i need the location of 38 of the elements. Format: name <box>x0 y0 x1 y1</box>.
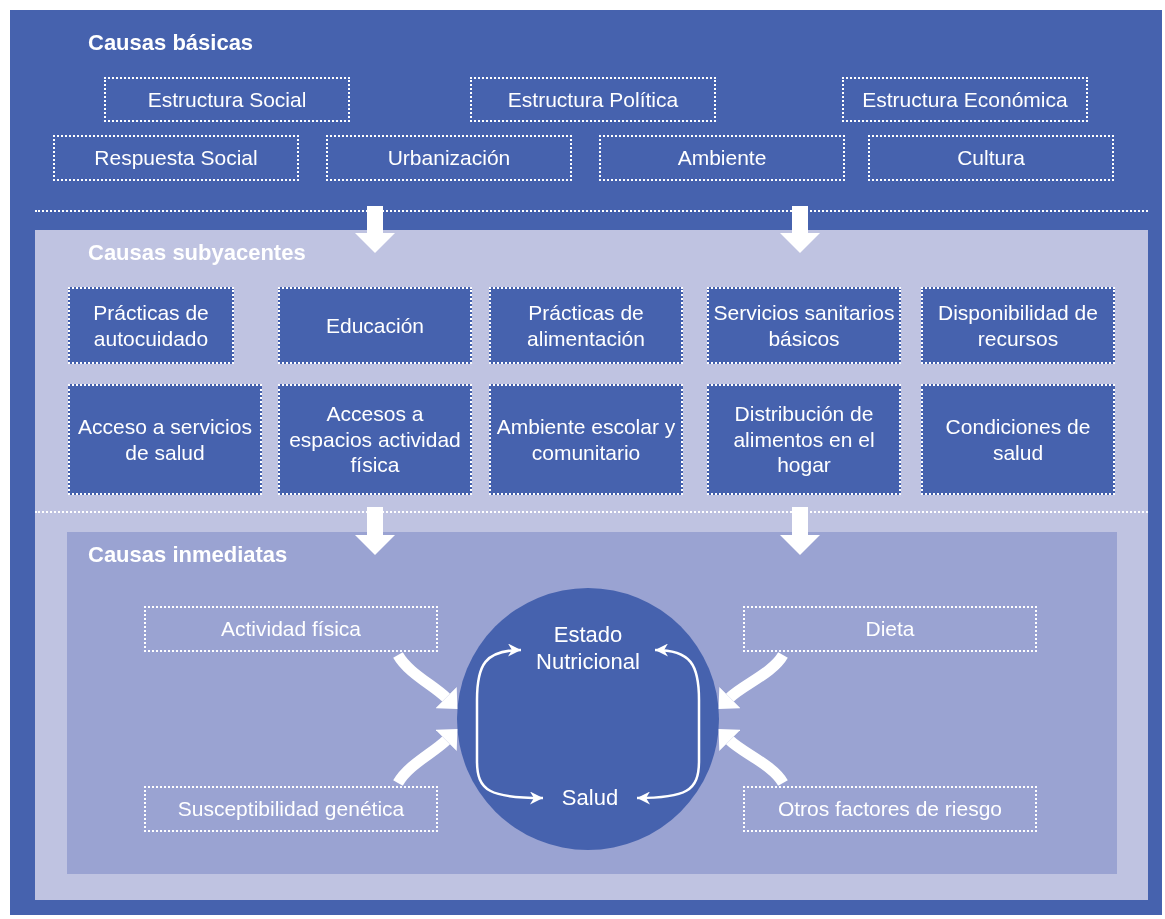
section-heading: Causas inmediatas <box>88 542 288 568</box>
cause-box: Estructura Económica <box>842 77 1088 122</box>
arrow <box>393 652 458 709</box>
cause-box: Distribución de alimentos en el hogar <box>707 384 901 495</box>
cause-box: Ambiente <box>599 135 845 181</box>
arrow <box>355 206 395 253</box>
cause-box: Prácticas de alimentación <box>489 287 683 364</box>
cause-box: Respuesta Social <box>53 135 299 181</box>
cause-box: Prácticas de autocuidado <box>68 287 234 364</box>
cause-box: Estructura Política <box>470 77 716 122</box>
cause-box: Otros factores de riesgo <box>743 786 1037 832</box>
section-panel <box>35 230 1148 513</box>
arrow <box>355 507 395 555</box>
cause-box: Urbanización <box>326 135 572 181</box>
cause-box: Cultura <box>868 135 1114 181</box>
arrow <box>717 729 788 787</box>
section-panel <box>67 532 1117 874</box>
section-heading: Causas básicas <box>88 30 254 56</box>
cause-box: Educación <box>278 287 472 364</box>
arrow <box>393 729 458 786</box>
cause-box: Acceso a servicios de salud <box>68 384 262 495</box>
outcome-label: Salud <box>545 780 635 816</box>
cause-box: Ambiente escolar y comunitario <box>489 384 683 495</box>
cause-box: Estructura Social <box>104 77 350 122</box>
cause-box: Actividad física <box>144 606 438 652</box>
cause-box: Dieta <box>743 606 1037 652</box>
cause-box: Susceptibilidad genética <box>144 786 438 832</box>
cause-box: Accesos a espacios actividad física <box>278 384 472 495</box>
arrow <box>717 651 788 709</box>
cause-box: Servicios sanitarios básicos <box>707 287 901 364</box>
outcome-label: Estado Nutricional <box>522 612 654 684</box>
arrow <box>637 644 701 805</box>
cause-box: Disponibilidad de recursos <box>921 287 1115 364</box>
cause-box: Condiciones de salud <box>921 384 1115 495</box>
arrow <box>475 644 543 805</box>
section-heading: Causas subyacentes <box>88 240 306 266</box>
arrow <box>780 206 820 253</box>
arrow <box>780 507 820 555</box>
